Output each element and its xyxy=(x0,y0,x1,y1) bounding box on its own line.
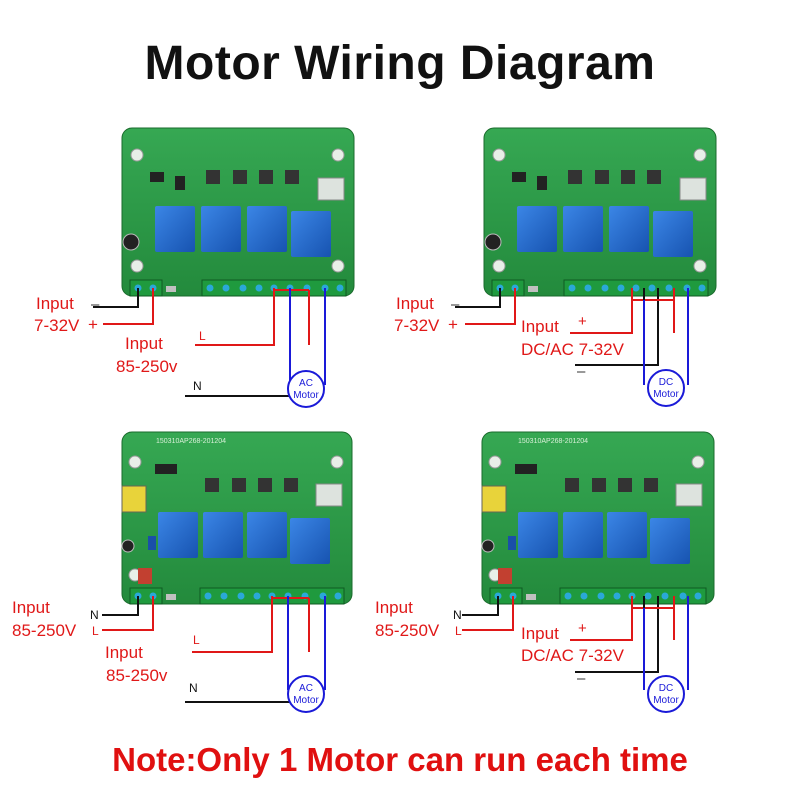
wire-power-line xyxy=(102,596,154,631)
polarity-positive-marker: + xyxy=(578,620,587,637)
relay xyxy=(653,211,693,257)
motor-label: Motor xyxy=(653,389,679,400)
motor-supply-voltage: 85-250v xyxy=(106,666,168,685)
wire-motor-negative xyxy=(575,288,659,366)
relay xyxy=(563,206,603,252)
wire-power-negative xyxy=(455,288,501,308)
relay xyxy=(201,206,241,252)
motor-supply-voltage: DC/AC 7-32V xyxy=(521,340,625,359)
panel-dc-power-ac-motor: AC Motor Input 7-32V – + Input 85-250v L… xyxy=(34,127,355,408)
relay xyxy=(563,512,603,558)
motor-type-label: AC xyxy=(299,683,313,694)
power-input-voltage: 85-250V xyxy=(375,621,440,640)
wire-motor-line xyxy=(192,596,273,653)
relay xyxy=(291,211,331,257)
note-text: Note:Only 1 Motor can run each time xyxy=(112,741,688,778)
relay-board xyxy=(483,127,717,297)
polarity-negative-marker: – xyxy=(577,363,586,380)
motor-label: Motor xyxy=(293,390,319,401)
motor-symbol: AC Motor xyxy=(287,675,325,713)
motor-supply-voltage: 85-250v xyxy=(116,357,178,376)
motor-supply-label: Input xyxy=(125,334,163,353)
power-input-label: Input xyxy=(36,294,74,313)
polarity-negative: – xyxy=(451,296,460,313)
relay xyxy=(247,206,287,252)
line-marker: L xyxy=(199,329,206,343)
line-marker: L xyxy=(455,624,462,638)
panel-ac-power-dc-motor: 150310AP268-201204 xyxy=(375,431,715,713)
motor-supply-label: Input xyxy=(521,317,559,336)
motor-supply-label: Input xyxy=(521,624,559,643)
wire-power-line xyxy=(462,596,514,631)
motor-type-label: AC xyxy=(299,378,313,389)
relay xyxy=(517,206,557,252)
panel-ac-power-ac-motor: 150310AP268-201204 xyxy=(12,431,353,713)
relay xyxy=(518,512,558,558)
relay xyxy=(290,518,330,564)
wire-power-positive xyxy=(103,288,154,325)
neutral-marker: N xyxy=(193,379,202,393)
relay xyxy=(607,512,647,558)
page-title: Motor Wiring Diagram xyxy=(144,37,656,90)
relay xyxy=(650,518,690,564)
wire-power-negative xyxy=(93,288,139,308)
power-input-label: Input xyxy=(12,598,50,617)
relay xyxy=(155,206,195,252)
motor-symbol: AC Motor xyxy=(287,370,325,408)
power-input-label: Input xyxy=(375,598,413,617)
relay-board: 150310AP268-201204 xyxy=(121,431,353,605)
wire-motor-negative xyxy=(575,596,659,673)
relay xyxy=(203,512,243,558)
line-marker: L xyxy=(193,633,200,647)
power-input-voltage: 7-32V xyxy=(394,316,440,335)
line-marker: L xyxy=(92,624,99,638)
neutral-marker: N xyxy=(90,608,99,622)
motor-supply-voltage: DC/AC 7-32V xyxy=(521,646,625,665)
neutral-marker: N xyxy=(189,681,198,695)
polarity-negative: – xyxy=(91,296,100,313)
motor-type-label: DC xyxy=(659,683,673,694)
wire-motor-line xyxy=(195,288,275,346)
power-input-voltage: 7-32V xyxy=(34,316,80,335)
power-input-label: Input xyxy=(396,294,434,313)
board-marking: 150310AP268-201204 xyxy=(518,438,588,445)
polarity-negative-marker: – xyxy=(577,670,586,687)
motor-supply-label: Input xyxy=(105,643,143,662)
polarity-positive: + xyxy=(448,315,458,334)
wire-motor-positive xyxy=(570,288,633,334)
wire-power-neutral xyxy=(102,596,139,616)
wire-power-positive xyxy=(465,288,516,325)
motor-type-label: DC xyxy=(659,377,673,388)
relay xyxy=(158,512,198,558)
board-marking: 150310AP268-201204 xyxy=(156,438,226,445)
power-input-voltage: 85-250V xyxy=(12,621,77,640)
polarity-positive: + xyxy=(88,315,98,334)
relay xyxy=(609,206,649,252)
polarity-positive-marker: + xyxy=(578,313,587,330)
motor-symbol: DC Motor xyxy=(647,675,685,713)
relay-board: 150310AP268-201204 xyxy=(481,431,715,605)
panel-dc-power-dc-motor: DC Motor Input 7-32V – + Input DC/AC 7-3… xyxy=(394,127,717,407)
relay xyxy=(247,512,287,558)
motor-label: Motor xyxy=(293,695,319,706)
wire-power-neutral xyxy=(462,596,499,616)
wire-motor-positive xyxy=(570,596,633,641)
relay-board xyxy=(121,127,355,297)
motor-label: Motor xyxy=(653,695,679,706)
motor-symbol: DC Motor xyxy=(647,369,685,407)
neutral-marker: N xyxy=(453,608,462,622)
